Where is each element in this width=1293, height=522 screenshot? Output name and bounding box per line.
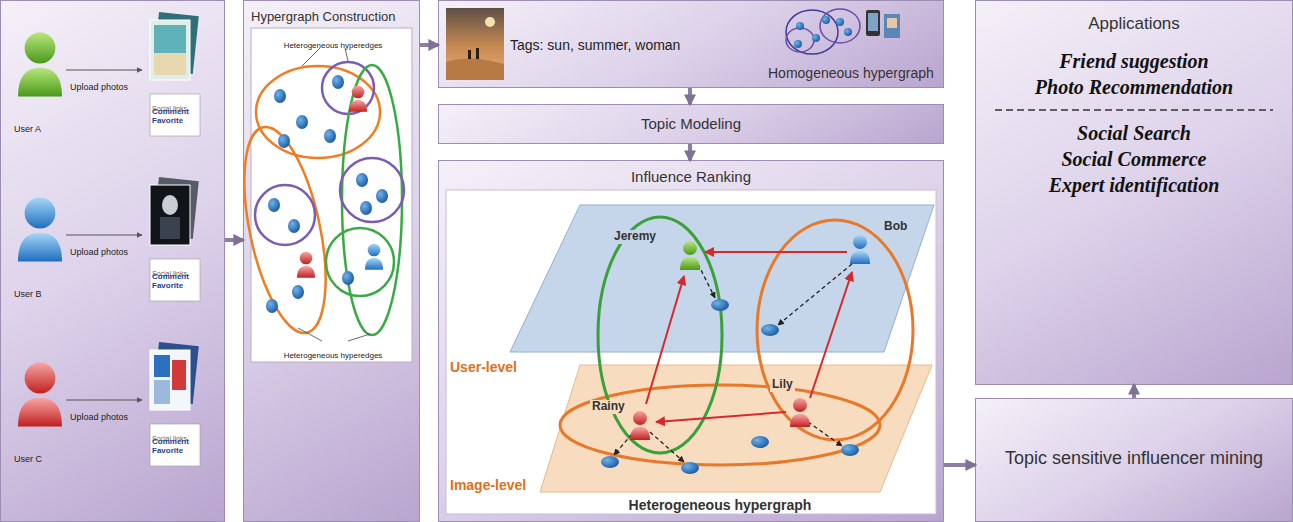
flow-arrow [225, 238, 243, 242]
figure-caption: Heterogeneous hypergraph [629, 497, 812, 513]
text-slot: Upload photos [70, 406, 128, 424]
flow-arrow [420, 43, 438, 47]
process-box: Topic Modeling [438, 104, 944, 144]
panel-heading: Influence Ranking [631, 168, 751, 185]
comment-favorite-label: Comment Favorite [152, 437, 200, 455]
hyperedge-label: Heterogeneous hyperedges [284, 41, 383, 50]
user-label: User B [14, 289, 42, 299]
text-slot: Hypergraph Construction [251, 7, 416, 25]
text-slot: Expert identification [975, 174, 1293, 197]
influence-figure [446, 190, 936, 514]
text-slot: Image-level [448, 476, 528, 494]
text-slot: Heterogeneous hyperedges [263, 34, 403, 52]
level-label: Image-level [448, 477, 528, 493]
text-slot: Tags: sun, summer, woman [510, 36, 680, 54]
upload-label: Upload photos [70, 247, 128, 257]
text-slot: Photo Recommendation [975, 76, 1293, 99]
panel-heading: Homogeneous hypergraph [768, 65, 934, 81]
process-label: Topic sensitive influencer mining [1005, 448, 1263, 469]
text-slot: User A [14, 118, 41, 136]
text-slot: Bob [882, 216, 909, 234]
hypergraph-panel: Hypergraph ConstructionHeterogeneous hyp… [243, 0, 420, 522]
process-box: Topic sensitive influencer mining [975, 398, 1293, 522]
user-label: User A [14, 124, 41, 134]
text-slot: Influence Ranking [438, 168, 944, 186]
text-slot: Topic sensitive influencer mining [985, 448, 1283, 469]
text-slot: Lily [770, 374, 795, 392]
application-item: Expert identification [1049, 174, 1220, 197]
user-name: Rainy [590, 400, 627, 414]
text-slot: Comment Favorite [152, 272, 200, 292]
user-name: Jeremy [612, 230, 658, 244]
user-label: User C [14, 454, 42, 464]
text-slot: Topic Modeling [438, 115, 944, 133]
text-slot: Jeremy [612, 226, 658, 244]
text-slot: User-level [448, 358, 519, 376]
hyperedge-label: Heterogeneous hyperedges [284, 351, 383, 360]
text-slot: Comment Favorite [152, 107, 200, 127]
text-slot: Applications [975, 14, 1293, 34]
flow-arrow [1132, 385, 1136, 398]
text-slot: Heterogeneous hypergraph [570, 496, 870, 514]
text-slot: Rainy [590, 396, 627, 414]
input-panel: User AUpload photosSocial linksComment F… [0, 0, 225, 522]
tags-label: Tags: sun, summer, woman [510, 37, 680, 53]
text-slot: Heterogeneous hyperedges [263, 344, 403, 362]
user-c-figure [18, 342, 200, 466]
flow-arrow [688, 144, 692, 160]
influence-panel: Influence RankingUser-levelImage-level Je… [438, 160, 944, 522]
panel-heading: Applications [1088, 14, 1180, 34]
text-slot: Homogeneous hypergraph [768, 64, 934, 82]
user-b-figure [18, 177, 200, 301]
text-slot: Friend suggestion [975, 50, 1293, 73]
application-item: Photo Recommendation [1035, 76, 1233, 99]
hypergraph-figure [229, 28, 412, 362]
process-label: Topic Modeling [641, 115, 741, 132]
text-slot: User B [14, 283, 42, 301]
user-name: Lily [770, 378, 795, 392]
upload-label: Upload photos [70, 412, 128, 422]
text-slot: Upload photos [70, 76, 128, 94]
application-item: Social Search [1077, 122, 1191, 145]
user-name: Bob [882, 220, 909, 234]
flow-arrow [944, 463, 975, 467]
application-item: Social Commerce [1062, 148, 1207, 171]
comment-favorite-label: Comment Favorite [152, 107, 200, 125]
comment-favorite-label: Comment Favorite [152, 272, 200, 290]
flow-arrow [688, 88, 692, 104]
level-label: User-level [448, 359, 519, 375]
homogeneous-panel: Tags: sun, summer, womanHomogeneous hype… [438, 0, 944, 88]
panel-heading: Hypergraph Construction [251, 10, 396, 25]
applications-panel: ApplicationsFriend suggestionPhoto Recom… [975, 0, 1293, 385]
upload-label: Upload photos [70, 82, 128, 92]
application-item: Friend suggestion [1059, 50, 1208, 73]
text-slot: Social Commerce [975, 148, 1293, 171]
user-a-figure [18, 12, 200, 136]
text-slot: Comment Favorite [152, 437, 200, 457]
text-slot: Upload photos [70, 241, 128, 259]
separator-line [995, 110, 1273, 111]
text-slot: User C [14, 448, 42, 466]
text-slot: Social Search [975, 122, 1293, 145]
